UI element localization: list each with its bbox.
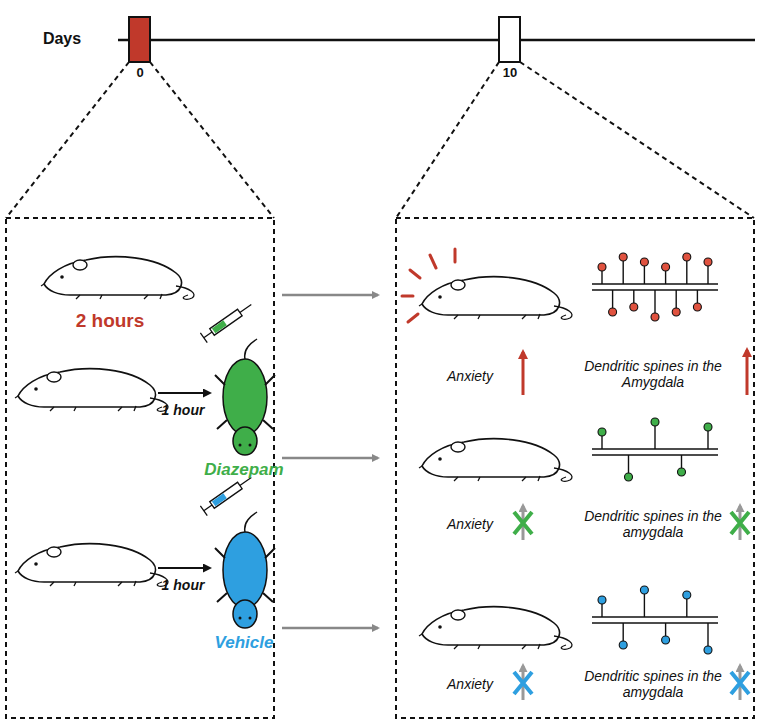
rat [419, 277, 572, 320]
spine-neck [697, 290, 698, 304]
outcome-label: Dendritic spines in the amygdala [583, 508, 723, 540]
spine-neck [644, 265, 645, 284]
spine-head [619, 641, 627, 649]
outcome-label: Anxiety [447, 676, 493, 692]
timeline [118, 39, 755, 42]
arrow [158, 392, 210, 394]
rat [15, 369, 168, 412]
spine-neck [601, 603, 602, 617]
spine-neck [623, 623, 624, 642]
spine-neck [628, 455, 629, 474]
duration-label: 1 hour [162, 577, 205, 593]
rat [15, 544, 168, 587]
outcome-label: Dendritic spines in the amygdala [583, 668, 723, 700]
zoom-lines [6, 62, 754, 718]
spine-head [598, 263, 606, 271]
outcome-label: Dendritic spines in the Amygdala [583, 358, 723, 390]
day-number: 0 [136, 66, 143, 81]
spine-neck [707, 265, 708, 284]
spine-head [683, 253, 691, 261]
spine-neck [681, 455, 682, 469]
spine-head [619, 253, 627, 261]
spine-head [678, 468, 686, 476]
spine-head [640, 258, 648, 266]
syringe [200, 473, 254, 516]
spine-neck [601, 270, 602, 284]
spine-neck [654, 425, 655, 449]
increase-arrow [746, 350, 749, 395]
spine-neck [686, 598, 687, 617]
dendrite [592, 253, 718, 654]
duration-label: 1 hour [162, 402, 205, 418]
spine-head [598, 596, 606, 604]
treatment-label: Vehicle [215, 633, 274, 653]
spine-neck [707, 623, 708, 647]
flow-arrow [282, 295, 378, 628]
dendrite-line [592, 283, 718, 285]
spine-head [683, 591, 691, 599]
spine-head [693, 303, 701, 311]
spine-head [630, 303, 638, 311]
increase-arrow [522, 352, 525, 395]
spine-neck [654, 290, 655, 314]
treatment-label: Diazepam [204, 460, 283, 480]
treated-rat [215, 512, 275, 628]
spine-neck [686, 260, 687, 284]
outcome-label: Anxiety [447, 368, 493, 384]
treated-rat [215, 339, 275, 455]
rat [419, 607, 572, 650]
spine-neck [633, 290, 634, 304]
dendrite-line [592, 616, 718, 618]
spine-head [672, 308, 680, 316]
spine-head [625, 473, 633, 481]
spine-head [662, 263, 670, 271]
spine-head [651, 418, 659, 426]
spine-head [704, 258, 712, 266]
spine-head [609, 308, 617, 316]
spine-neck [612, 290, 613, 309]
spine-neck [644, 593, 645, 617]
syringe [200, 300, 254, 343]
arrow [158, 567, 210, 569]
rat [41, 257, 194, 300]
day-number: 10 [503, 66, 517, 81]
spine-neck [665, 623, 666, 637]
spine-neck [623, 260, 624, 284]
spine-neck [665, 270, 666, 284]
spine-neck [601, 435, 602, 449]
anxiety-lines [402, 249, 455, 322]
spine-head [704, 646, 712, 654]
rat [419, 439, 572, 482]
day-marker [129, 17, 150, 62]
spine-head [640, 586, 648, 594]
outcome-label: Anxiety [447, 516, 493, 532]
spine-neck [707, 430, 708, 449]
spine-neck [676, 290, 677, 309]
day-marker [499, 17, 520, 62]
spine-head [651, 313, 659, 321]
axis-title: Days [43, 30, 81, 48]
spine-head [598, 428, 606, 436]
duration-label: 2 hours [76, 310, 145, 332]
spine-head [704, 423, 712, 431]
dendrite-line [592, 454, 718, 456]
spine-head [662, 636, 670, 644]
dendrite-line [592, 622, 718, 624]
no-change-mark [514, 506, 749, 700]
